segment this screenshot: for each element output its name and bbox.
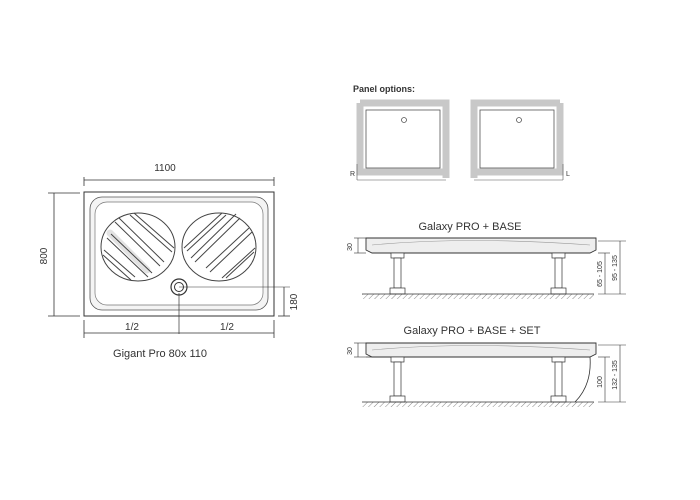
width-label: 1100: [154, 163, 176, 174]
base-set-side-view: Galaxy PRO + BASE + SET 30 100: [347, 325, 626, 407]
base-title: Galaxy PRO + BASE: [418, 221, 521, 233]
half-right-label: 1/2: [220, 322, 234, 333]
base-set-title: Galaxy PRO + BASE + SET: [404, 325, 541, 337]
panel-right-marker: R: [350, 171, 355, 178]
panel-options-title: Panel options:: [353, 84, 415, 94]
base-set-dim-leg: 100: [597, 376, 604, 388]
base-floor: [362, 294, 594, 299]
base-dim-top: 30: [347, 243, 354, 251]
base-set-dim-total: 132 - 135: [612, 360, 619, 390]
base-set-floor: [362, 402, 594, 407]
drain-offset-label: 180: [289, 293, 300, 310]
width-dimension: 1100: [83, 163, 275, 186]
base-dim-total: 95 - 135: [612, 255, 619, 281]
base-set-leg-right: [550, 356, 567, 403]
height-label: 800: [39, 247, 50, 264]
right-anti-slip-pattern: [181, 212, 257, 282]
base-dim-leg: 65 - 105: [597, 261, 604, 287]
base-side-view: Galaxy PRO + BASE 30 65 - 105 95 - 1: [347, 221, 626, 299]
panel-left-marker: L: [566, 171, 570, 178]
half-dimensions: 1/2 1/2: [83, 320, 275, 338]
base-set-panel-curve: [574, 356, 591, 403]
left-anti-slip-pattern: [100, 212, 176, 282]
base-set-leg-left: [389, 356, 406, 403]
drain-offset-dimension: 180: [278, 287, 300, 317]
height-dimension: 800: [39, 192, 80, 317]
base-set-dim-top: 30: [347, 347, 354, 355]
base-leg-right: [550, 252, 567, 295]
tray-plan-view: 1100 800: [39, 163, 300, 360]
product-caption: Gigant Pro 80x 110: [113, 348, 207, 360]
half-left-label: 1/2: [125, 322, 139, 333]
panel-options: Panel options: R L: [350, 84, 570, 181]
panel-option-right: R: [350, 99, 450, 181]
panel-option-left: L: [470, 99, 570, 181]
base-leg-left: [389, 252, 406, 295]
base-set-tray-profile: [365, 342, 597, 358]
